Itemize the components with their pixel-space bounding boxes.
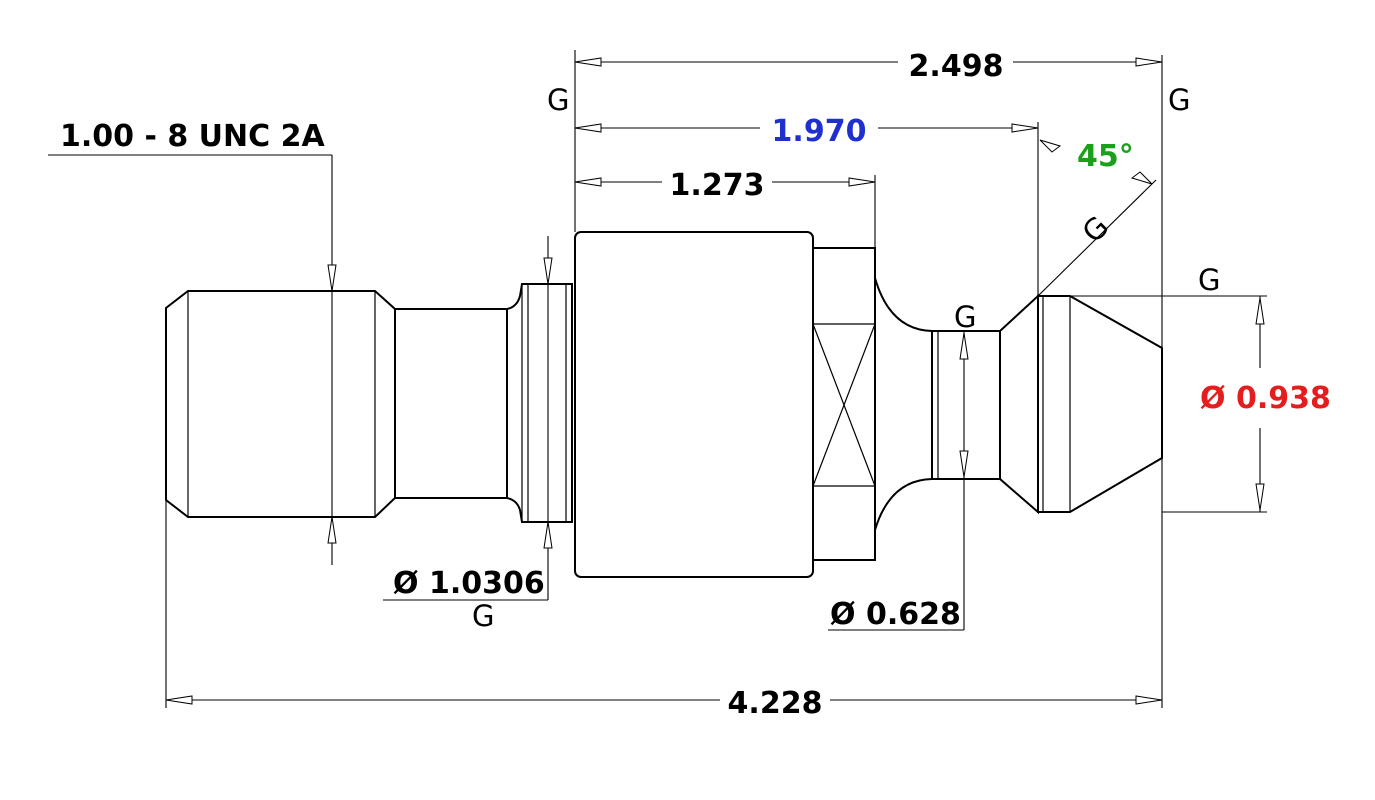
arrowhead [327,516,337,544]
arrowhead [959,332,969,360]
waist-curve [874,277,933,531]
arrowhead [1255,483,1265,511]
diameter-0628: Ø 0.628 [830,597,961,632]
arrowhead [574,123,602,133]
arrowhead [1135,57,1163,67]
arrowhead [1255,297,1265,325]
arrowhead [1130,171,1153,185]
part-outline [165,231,1163,578]
knob-head [1037,295,1163,513]
arrowhead [543,521,553,549]
thread-callout: 1.00 - 8 UNC 2A [60,119,325,154]
arrowhead [574,57,602,67]
angle-45: 45° [1077,139,1134,174]
diameter-0938: Ø 0.938 [1200,381,1331,416]
grind-mark: G [954,300,976,334]
dimension-4228: 4.228 [728,686,823,721]
arrowhead [543,257,553,285]
grind-mark: G [547,83,569,117]
grind-mark: G [472,599,494,633]
arrowhead [1039,139,1062,153]
extension-lines [165,50,1267,708]
diameter-10306: Ø 1.0306 [393,566,545,601]
arrowhead [959,450,969,478]
dimension-labels: 2.498 1.970 1.273 4.228 45° 1.00 - 8 UNC… [60,49,1331,721]
threaded-section [165,290,396,518]
arrowhead [848,177,876,187]
arrowhead [1011,123,1039,133]
grind-mark-angled: G [1075,209,1115,249]
dimension-2498: 2.498 [909,49,1004,84]
arrowhead [574,177,602,187]
grind-mark: G [1168,83,1190,117]
arrowhead [327,264,337,292]
neck-section [394,308,508,499]
grind-mark: G [1198,263,1220,297]
knob-cone [999,293,1039,515]
dimension-lines [48,57,1265,705]
grind-marks: G G G G G G [472,83,1220,633]
dimension-1273: 1.273 [670,168,765,203]
arrowhead [165,695,193,705]
shoulder-fillet [506,283,573,523]
arrowhead [1135,695,1163,705]
main-body [574,231,814,578]
dimension-1970: 1.970 [772,114,867,149]
